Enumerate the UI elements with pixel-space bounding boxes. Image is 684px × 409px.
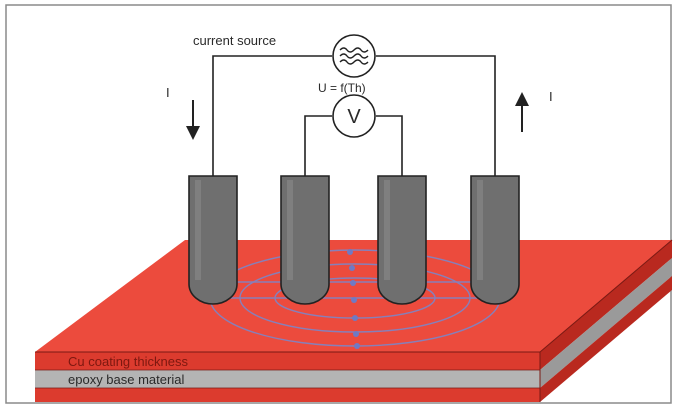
- epoxy-base-layer: [35, 370, 540, 388]
- epoxy-side-layer: [540, 258, 672, 388]
- diagram-frame: [5, 4, 672, 404]
- arrow-down-icon: [186, 100, 200, 140]
- probe-1: [188, 175, 238, 305]
- cu-coating-label: Cu coating thickness: [68, 354, 188, 369]
- field-markers: [347, 249, 360, 349]
- probe-4: [470, 175, 520, 305]
- current-label-right: I: [549, 89, 553, 104]
- copper-side-layer: [540, 240, 672, 370]
- voltmeter: V: [332, 94, 376, 138]
- probe-2: [280, 175, 330, 305]
- circuit-wires: [212, 55, 496, 178]
- copper-side-bottom-layer: [540, 276, 672, 402]
- current-source: [332, 34, 376, 78]
- copper-bottom-layer: [35, 388, 540, 402]
- current-source-label: current source: [193, 33, 276, 48]
- probes: [188, 175, 520, 305]
- voltmeter-symbol: V: [347, 106, 361, 128]
- arrow-up-icon: [515, 92, 529, 132]
- voltmeter-icon: [332, 94, 376, 138]
- current-label-left: I: [166, 85, 170, 100]
- probe-3: [377, 175, 427, 305]
- epoxy-base-label: epoxy base material: [68, 372, 184, 387]
- copper-coating-layer: [35, 352, 540, 370]
- voltage-formula-label: U = f(Th): [318, 81, 366, 95]
